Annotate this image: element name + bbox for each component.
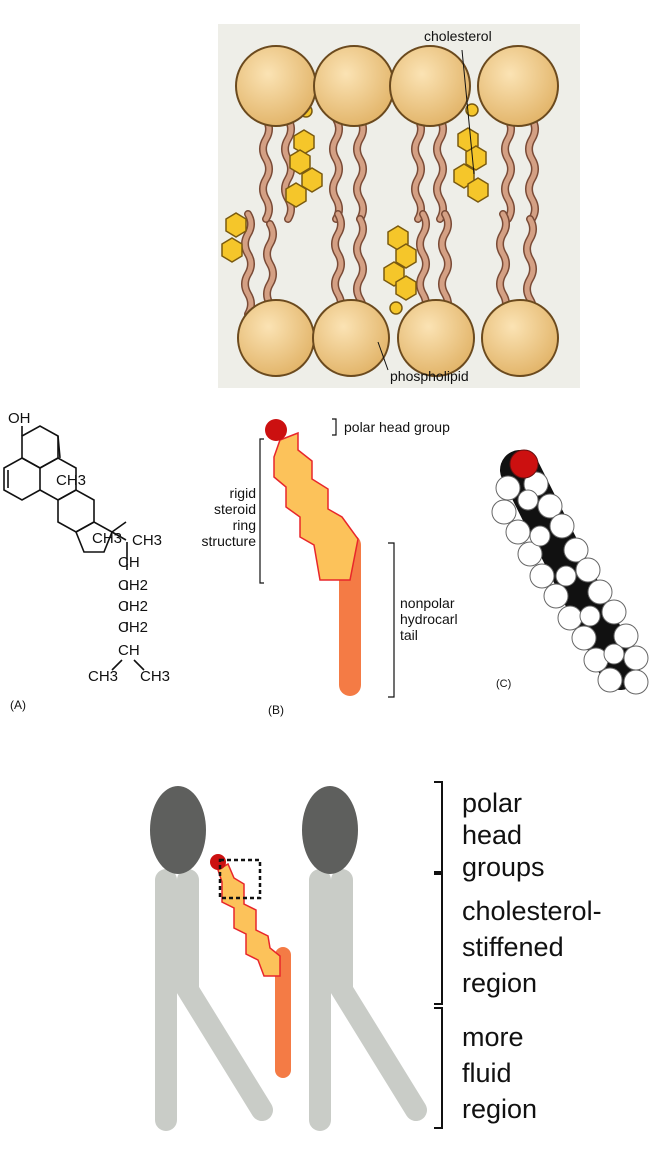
bilayer-cholesterol-rings [217,862,281,977]
ch3-label-1: CH3 [56,472,87,489]
ch3-label-3: CH3 [132,532,163,549]
polar-groups-line-3: groups [462,852,545,882]
steroid-skeleton [3,425,145,671]
cholesterol-label: cholesterol [424,28,492,44]
tail-bracket [388,542,395,698]
polar-head-label: polar head group [344,419,450,435]
rigid-label-line-4: structure [201,533,256,549]
stiffened-line-2: stiffened [462,932,564,962]
space-filling-svg [491,449,649,695]
fluid-line-2: fluid [462,1058,512,1088]
lipid-2-head [302,786,358,874]
cholesterol-pointer [461,49,475,175]
panel-c-caption: (C) [496,678,512,690]
bilayer-svg [150,786,427,1131]
polar-groups-bracket [434,781,443,873]
bilayer-schematic [140,770,440,1140]
rigid-label-line-1: rigid [229,485,256,501]
stiffened-line-3: region [462,968,538,998]
schematic-svg [259,418,395,698]
panel-c-space-filling: (C) [480,440,663,710]
polar-head-bracket [332,418,337,436]
ch2-label-3: CH2 [118,619,149,636]
ch2-label-2: CH2 [118,598,149,615]
ch-label: CH [118,554,140,571]
bilayer-cholesterol-head [210,854,226,870]
ch-label-2: CH [118,642,140,659]
lipid-1-tail-right [177,869,273,1121]
panel-b-caption: (B) [268,703,284,717]
oxygen-atom [509,449,539,479]
polar-head-dot [265,419,287,441]
lower-heads [237,299,559,377]
membrane-svg [218,24,580,388]
ch2-label-1: CH2 [118,577,149,594]
nonpolar-label-line-2: hydrocarl [400,611,458,627]
dotted-box [218,858,262,900]
bilayer-brackets [430,780,460,1130]
lipid-2-tail-right [331,869,427,1121]
ch3-right-label: CH3 [140,668,171,685]
membrane-illustration: cholesterol phospholipid [218,24,580,388]
fluid-region-bracket [434,1007,443,1129]
rigid-label-line-3: ring [232,517,256,533]
steroid-ring-shape [273,431,359,581]
stiffened-line-1: cholesterol- [462,896,602,926]
nonpolar-label-line-3: tail [400,627,418,643]
phospholipid-label: phospholipid [390,368,469,384]
rigid-bracket [259,438,264,584]
polar-groups-line-1: polar [462,788,523,818]
panel-b-schematic: polar head group rigid steroid ring stru… [190,405,490,725]
upper-heads [235,45,559,127]
fluid-line-3: region [462,1094,538,1124]
lipid-1-head [150,786,206,874]
oh-group: OH [8,410,31,427]
polar-groups-line-2: head [462,820,523,850]
stiffened-region-bracket [434,873,443,1005]
rigid-label-line-2: steroid [213,501,256,517]
ch3-label-2: CH3 [92,530,123,547]
phospholipid-pointer [377,341,389,371]
panel-a-structural-formula: OH CH3 CH3 CH3 CH CH2 CH2 CH2 CH CH3 CH3… [0,400,200,720]
ch3-left-label: CH3 [88,668,119,685]
cholesterol-molecules [221,103,489,315]
nonpolar-label-line-1: nonpolar [400,595,455,611]
panel-a-caption: (A) [10,698,26,712]
fluid-line-1: more [462,1022,524,1052]
